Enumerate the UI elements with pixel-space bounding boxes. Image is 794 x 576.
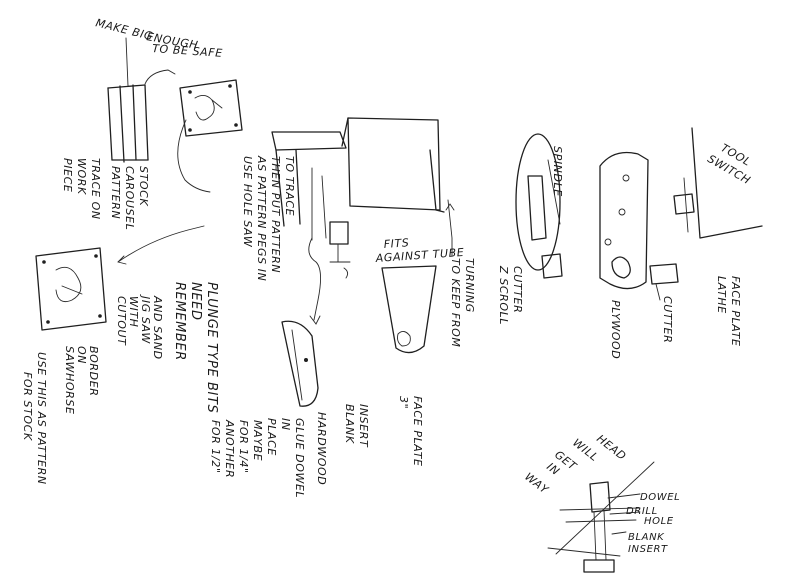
note-cutter-1: CUTTER [511,266,524,313]
note-and-sand: AND SAND [151,295,164,360]
note-dowel: DOWEL [640,492,680,503]
note-insert-bottom: INSERT [628,544,668,555]
note-with: WITH [127,296,140,328]
note-plunge-type-bits: PLUNGE TYPE BITS [204,282,219,413]
work-piece-sketch [35,225,205,331]
dowel-jig-sketch [281,320,319,407]
note-head: HEAD [594,432,629,463]
note-face-plate-3in: 3" FACE PLATE [397,396,424,467]
note-hole: HOLE [644,516,674,527]
note-carousel: CAROUSEL [123,166,136,230]
note-for-stock: FOR STOCK [21,372,34,441]
note-make-big-enough: MAKE BIG ENOUGH TO BE SAFE [94,16,223,60]
note-trace-on-work-piece: TRACE ON WORK PIECE [61,158,102,220]
note-stock-carousel-pattern: STOCK CAROUSEL PATTERN [109,166,150,230]
note-remember: REMEMBER [172,282,187,361]
note-hardwood: HARDWOOD [315,412,328,485]
note-spindle: SPINDLE [551,146,564,197]
note-trace-on: TRACE ON [89,158,102,220]
note-to-keep: TO KEEP FROM [449,258,462,347]
note-way: WAY [522,470,551,497]
note-piece: PIECE [61,158,74,192]
note-stock: STOCK [137,166,150,206]
note-remember-plunge: REMEMBER NEED PLUNGE TYPE BITS [172,282,219,413]
note-use-hole-saw: USE HOLE SAW AS PATTERN PEGS IN THEN PUT… [241,155,296,281]
note-fits: FITS [383,236,410,251]
note-sawhorse-3: BORDER [87,346,100,397]
note-to-be-safe: TO BE SAFE [152,42,223,60]
note-glue-dowel-1: GLUE DOWEL [293,418,306,498]
spindle-sketch [515,133,563,279]
note-hole-saw-4: TO TRACE [283,156,296,216]
note-cutout-jig-saw: CUTOUT WITH JIG SAW AND SAND [115,294,164,360]
note-work: WORK [75,158,88,195]
router-table-sketch [271,117,455,325]
note-dowel-text: DOWEL [640,492,680,503]
note-drill: DRILL [626,506,658,517]
note-sawhorse: SAWHORSE ON BORDER [63,346,100,415]
note-plywood: PLYWOOD [609,300,622,359]
pattern-template-sketch [177,79,243,193]
note-lathe: LATHE [715,276,728,314]
note-turning: TURNING [463,258,476,313]
note-head-will-get-in-way: HEAD WILL GET IN WAY [522,432,629,497]
note-hole-saw-2: AS PATTERN PEGS IN [255,155,268,281]
note-z-scroll: Z SCROLL [497,265,510,325]
note-to-keep-from-turning: TO KEEP FROM TURNING [449,258,476,347]
note-another: ANOTHER [223,419,236,478]
note-lathe-face-plate: LATHE FACE PLATE [715,276,742,347]
note-insert: INSERT [357,404,370,448]
head-detail-sketch [547,461,655,573]
note-use-this: USE THIS AS PATTERN [35,352,48,485]
note-hole-saw-3: THEN PUT PATTERN [269,156,282,273]
note-blank: BLANK [343,404,356,444]
note-blank-bottom: BLANK [628,532,665,543]
note-sawhorse-1: SAWHORSE [63,346,76,415]
note-for-quarter: FOR 1/4" [237,420,250,474]
note-lathe-face-plate-text: FACE PLATE [729,276,742,347]
note-glue-dowel-2: IN [279,418,292,431]
note-for-half: FOR 1/2" [209,420,222,474]
note-need: NEED [188,282,203,321]
note-glue-dowel-3: PLACE [265,418,278,456]
note-maybe-quarter: MAYBE FOR 1/4" ANOTHER FOR 1/2" [209,419,264,478]
note-three-inch: 3" [397,396,410,409]
note-glue-dowel: GLUE DOWEL IN PLACE [265,418,306,498]
note-hardwood-text: HARDWOOD [315,412,328,485]
note-drill-hole: DRILL HOLE [626,506,674,527]
note-maybe: MAYBE [251,420,264,461]
note-tool-switch: TOOL SWITCH [705,141,753,187]
note-z-scroll-cutter: Z SCROLL CUTTER [497,265,524,325]
note-against-tube: AGAINST TUBE [374,246,464,265]
note-cutter: CUTTER [661,296,674,343]
note-cutter-text: CUTTER [661,296,674,343]
pattern-stock-sketch [107,37,176,163]
note-cutout: CUTOUT [115,296,128,346]
note-blank-insert: BLANK INSERT [343,404,370,448]
note-blank-insert-bottom: BLANK INSERT [628,532,668,555]
face-plate-fixture-sketch [381,265,437,354]
note-sawhorse-2: ON [75,346,88,364]
note-fits-against-tube: FITS AGAINST TUBE [374,236,464,265]
note-face-plate: FACE PLATE [411,396,424,467]
plywood-disc-sketch [599,151,679,301]
note-jig-saw: JIG SAW [139,294,152,344]
note-spindle-text: SPINDLE [551,146,564,197]
note-in: IN [544,460,562,478]
note-hole-saw-1: USE HOLE SAW [241,156,254,248]
note-use-this-as-pattern: USE THIS AS PATTERN FOR STOCK [21,352,48,485]
lathe-face-plate-sketch [673,127,763,239]
note-pattern: PATTERN [109,166,122,219]
note-plywood-text: PLYWOOD [609,300,622,359]
